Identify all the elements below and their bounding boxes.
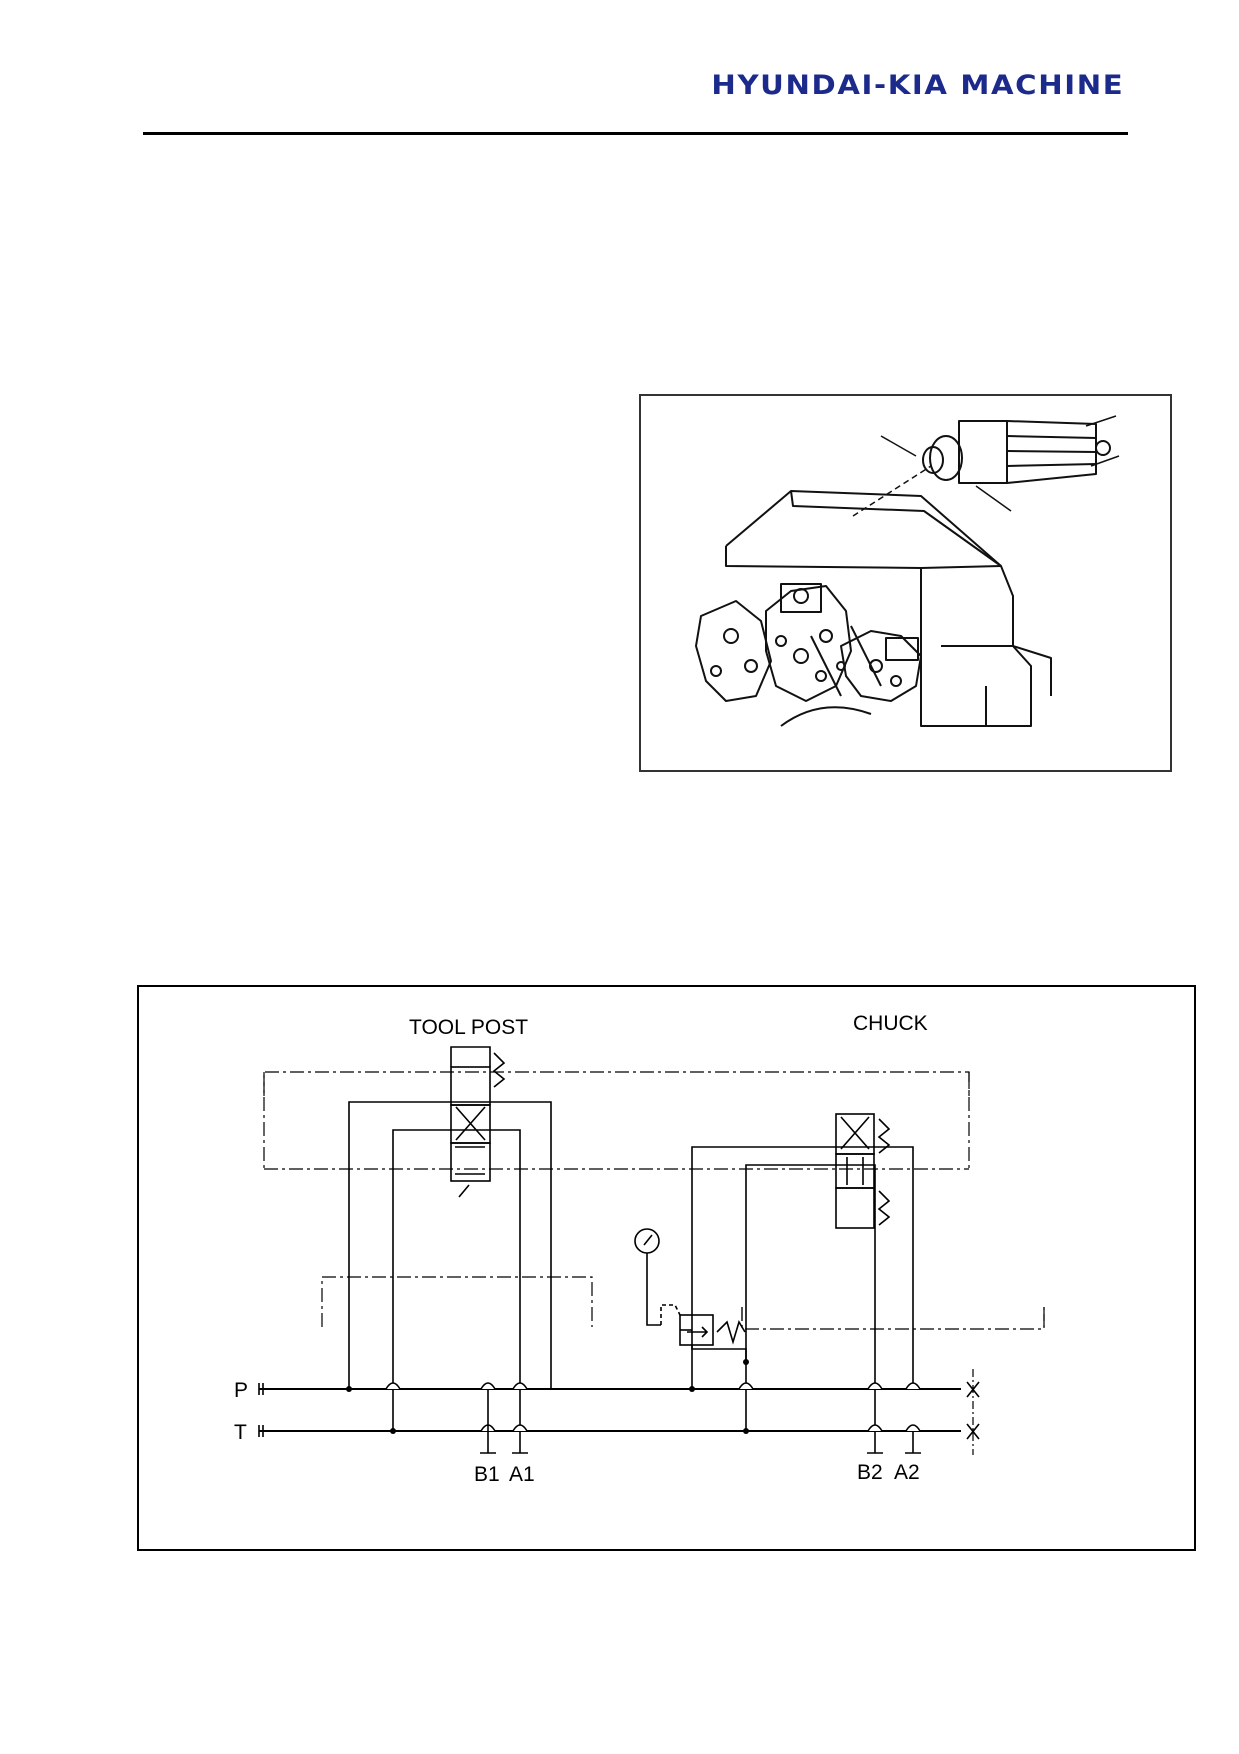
port-b1-label: B1 (474, 1463, 500, 1486)
motor (922, 420, 1111, 484)
header-rule (143, 132, 1128, 135)
port-b2-label: B2 (857, 1461, 883, 1484)
t-line-label: T (234, 1421, 247, 1444)
schematic-drawing: TOOL POST CHUCK (234, 1012, 1045, 1486)
turret-disk-center (765, 583, 852, 702)
brand-logo: HYUNDAI-KIA MACHINE (711, 70, 1124, 101)
tool-post-label: TOOL POST (409, 1016, 528, 1039)
hydraulic-schematic: TOOL POST CHUCK (137, 985, 1196, 1551)
port-a1-label: A1 (509, 1463, 535, 1486)
tool-post-valve (450, 1046, 506, 1198)
turret-drawing (695, 415, 1120, 727)
chuck-label: CHUCK (853, 1012, 928, 1035)
port-a2-label: A2 (894, 1461, 920, 1484)
chuck-valve (835, 1113, 891, 1229)
p-line-label: P (234, 1379, 248, 1402)
turret-disk-left (695, 600, 772, 702)
turret-disk-right (840, 630, 922, 702)
pressure-gauge-icon (634, 1228, 660, 1254)
turret-figure (639, 394, 1172, 772)
